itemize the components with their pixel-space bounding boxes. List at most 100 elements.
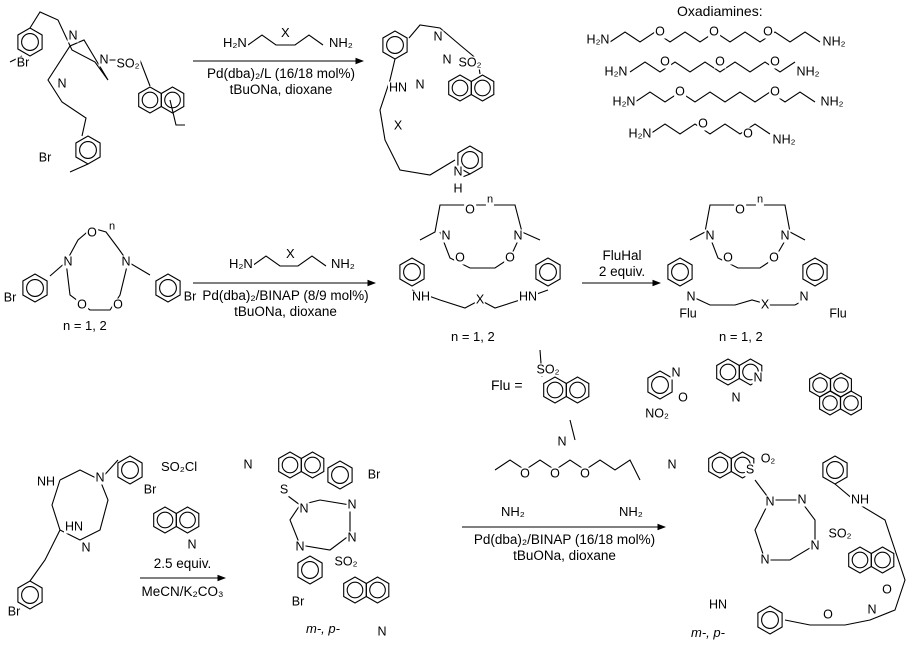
atom-label-o: O bbox=[769, 54, 781, 69]
aromatic-circle bbox=[21, 33, 39, 51]
atom-label-o: O bbox=[454, 250, 466, 265]
atom-label-n: N bbox=[685, 289, 697, 304]
atom-label-x: X bbox=[392, 118, 404, 133]
atom-label-o: O bbox=[76, 297, 88, 312]
conditions-1-base: tBuONa, dioxane bbox=[229, 82, 333, 97]
dansyl-equiv: 2.5 equiv. bbox=[153, 556, 212, 571]
atom-label-n: n bbox=[485, 193, 495, 207]
nme2-bond bbox=[169, 99, 185, 126]
atom-label-nh: NH bbox=[35, 474, 57, 489]
diamine-right-amine-2: NH₂ bbox=[330, 256, 356, 271]
atom-label-flu: Flu bbox=[828, 306, 848, 321]
atom-label-br: Br bbox=[6, 604, 22, 619]
atom-label-hn: H₂N bbox=[603, 64, 629, 79]
atom-label-n: n bbox=[755, 193, 765, 207]
aromatic-circle bbox=[461, 151, 479, 169]
benzyl-bond bbox=[29, 529, 61, 582]
cyclen-1 bbox=[51, 469, 109, 541]
aromatic-circle bbox=[719, 363, 737, 381]
crown-flu-top bbox=[689, 204, 806, 241]
product-1-chain bbox=[379, 58, 456, 176]
aromatic-circle bbox=[331, 466, 349, 484]
atom-label-n: N bbox=[704, 228, 716, 243]
n-label-reactant: n = 1, 2 bbox=[62, 318, 108, 333]
aromatic-circle bbox=[26, 279, 44, 297]
benzene-ring bbox=[17, 580, 43, 610]
aromatic-circle bbox=[812, 377, 828, 393]
atom-label-n: N bbox=[809, 538, 821, 553]
atom-label-o: O bbox=[504, 250, 516, 265]
aromatic-circle bbox=[474, 79, 491, 97]
aromatic-circle bbox=[79, 141, 97, 159]
atom-label-n: N bbox=[294, 539, 306, 554]
sulfonyl-chloride-label: SO₂Cl bbox=[160, 459, 199, 474]
atom-label-so: SO₂ bbox=[535, 362, 561, 377]
benzene-ring bbox=[535, 257, 561, 287]
aromatic-circle bbox=[546, 381, 564, 399]
atom-label-nh: NH₂ bbox=[771, 132, 797, 147]
n-label-product: n = 1, 2 bbox=[450, 329, 496, 344]
atom-label-n: N bbox=[666, 457, 678, 472]
fluhal-equiv: 2 equiv. bbox=[598, 264, 646, 279]
benzene-ring bbox=[565, 376, 590, 404]
isomer-label-2: m-, p- bbox=[690, 625, 726, 640]
atom-label-n: N bbox=[346, 497, 358, 512]
atom-label-n: n bbox=[107, 220, 117, 234]
atom-label-hn: H₂N bbox=[611, 94, 637, 109]
aromatic-circle bbox=[711, 456, 729, 474]
atom-label-n: N bbox=[346, 530, 358, 545]
oxadiamine-4 bbox=[649, 123, 771, 135]
aromatic-circle bbox=[369, 581, 386, 599]
product-chain bbox=[784, 483, 906, 626]
benzene-ring bbox=[840, 390, 862, 416]
atom-label-n: N bbox=[759, 552, 771, 567]
atom-label-so: SO₂ bbox=[115, 56, 141, 71]
atom-label-n: N bbox=[67, 28, 79, 43]
atom-label-nh: NH bbox=[849, 492, 871, 507]
aromatic-circle bbox=[851, 551, 869, 569]
diamine-linker-x: X bbox=[280, 25, 291, 40]
benzene-ring bbox=[365, 576, 390, 604]
atom-label-br: Br bbox=[2, 290, 18, 305]
br-bond bbox=[69, 163, 89, 173]
atom-label-o: O bbox=[734, 202, 746, 217]
atom-label-hn: HN bbox=[707, 597, 729, 612]
conditions-3-base: tBuONa, dioxane bbox=[513, 548, 616, 563]
atom-label-n: N bbox=[512, 228, 524, 243]
aromatic-circle bbox=[451, 79, 469, 97]
aromatic-circle bbox=[833, 377, 849, 393]
atom-label-x: X bbox=[759, 297, 771, 312]
atom-label-n: N bbox=[56, 76, 68, 91]
benzene-ring bbox=[470, 74, 495, 102]
benzene-ring bbox=[327, 460, 353, 490]
aromatic-circle bbox=[304, 456, 321, 474]
atom-label-o: O bbox=[822, 607, 834, 622]
aromatic-circle bbox=[159, 279, 177, 297]
aromatic-circle bbox=[141, 91, 159, 109]
atom-label-flu: Flu bbox=[678, 306, 698, 321]
flu-definition-label: Flu = bbox=[490, 377, 524, 393]
aromatic-circle bbox=[651, 376, 669, 394]
aromatic-circle bbox=[179, 511, 196, 529]
atom-label-so: SO₂ bbox=[457, 55, 483, 70]
benzene-ring bbox=[117, 455, 143, 485]
diamine-chain-3 bbox=[494, 459, 641, 481]
aromatic-circle bbox=[21, 586, 39, 604]
atom-label-n: N bbox=[798, 289, 810, 304]
benzene-ring bbox=[738, 358, 763, 386]
atom-label-br: Br bbox=[290, 594, 306, 609]
atom-label-n: N bbox=[432, 29, 444, 44]
benzene-ring bbox=[870, 546, 895, 574]
atom-label-o: O bbox=[881, 582, 893, 597]
atom-label-nh: NH bbox=[410, 289, 432, 304]
atom-label-s: S bbox=[744, 462, 756, 477]
diamine-right-amine: NH₂ bbox=[328, 35, 354, 50]
atom-label-hn: HN bbox=[63, 519, 85, 534]
oxadiamines-title: Oxadiamines: bbox=[676, 3, 764, 19]
atom-label-o: O bbox=[659, 54, 671, 69]
oxadiamine-3 bbox=[634, 91, 816, 103]
atom-label-br: Br bbox=[37, 150, 53, 165]
atom-label-o: O bbox=[742, 126, 754, 141]
atom-label-o: O bbox=[519, 466, 531, 481]
